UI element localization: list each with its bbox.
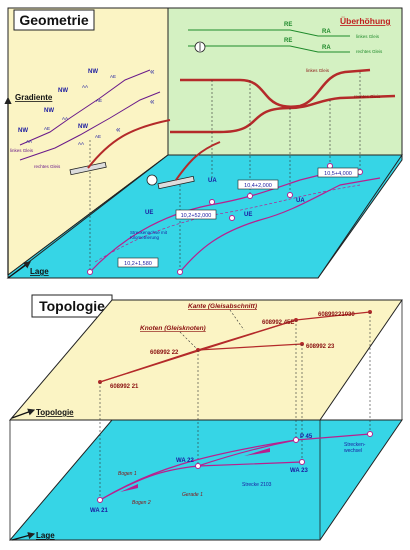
p45-node [293,437,299,443]
geometry-panel: Geometrie Überhöhung RE RA RE RA linkes … [4,7,403,279]
lage-plane [8,419,403,541]
wa23-node [299,459,305,465]
nw-label-1: NW [88,69,98,75]
superelevation-right-track: rechtes Gleis [356,49,383,54]
svg-text:10,4+2,000: 10,4+2,000 [244,183,272,189]
bogen2-label: Bogen 2 [132,500,151,506]
route-axis-label: Streckenachse mit Kilometrierung [130,230,168,240]
ra-label-top: RA [322,29,331,35]
ue-label-1: UE [145,210,153,216]
gradient-right-track: rechtes Gleis [34,164,61,169]
aa-label-4: AA [78,141,84,146]
geometry-title-box [13,9,95,31]
right-track-label: rechtes Gleis [354,94,381,99]
aa-label-1: AA [82,84,88,89]
topology-plane [8,299,403,421]
cross-section-bars [69,161,195,190]
km-box-2: 10,2+52,000 [175,209,217,220]
svg-text:«: « [150,97,155,106]
route-change-label: Strecken- wechsel [344,442,367,454]
aa-label-2: AA [62,116,68,121]
plan-label-geometry: Lage [30,267,49,276]
geometry-title: Geometrie [19,12,88,28]
ae-label-2: AE [96,98,102,103]
k5-label: 60899221030 [318,312,355,318]
k4-label: 608992 45E [262,320,294,326]
lage-plane-label: Lage [36,531,55,540]
ua-label-1: UA [208,178,217,184]
topology-projection-lines [99,312,371,500]
ra-label-bottom: RA [322,45,331,51]
nw-label-5: NW [78,124,88,130]
left-track-label: linkes Gleis [306,68,330,73]
ua-label-2: UA [296,198,305,204]
nw-label-4: NW [18,128,28,134]
node-label: Knoten (Gleisknoten) [140,325,206,332]
edge-label: Kante (Gleisabschnitt) [188,303,257,310]
aa-label-3: AA [26,139,32,144]
nw-label-3: NW [44,108,54,114]
re-label-top: RE [284,22,292,28]
ue-label-2: UE [244,212,252,218]
k1-label: 608992 21 [110,384,139,390]
k3-label: 608992 23 [306,344,335,350]
wa23-label: WA 23 [290,468,308,474]
wa21-label: WA 21 [90,508,108,514]
ae-label-1: AE [110,74,116,79]
superelevation-left-track: linkes Gleis [356,34,380,39]
right-track-perspective [175,141,221,181]
svg-text:10,2+1,580: 10,2+1,580 [124,261,152,267]
left-track-perspective [87,119,171,169]
svg-text:10,2+52,000: 10,2+52,000 [181,213,212,219]
lage-graph [97,431,373,503]
route-change-node [367,431,373,437]
bogen1-label: Bogen 1 [118,471,137,477]
topology-plane-label: Topologie [36,408,74,417]
svg-text:10,5+4,000: 10,5+4,000 [324,171,352,177]
route-label: Strecke 2103 [242,482,272,488]
gradient-label: Gradiente [15,93,53,102]
topology-title: Topologie [39,298,105,314]
gerade1-label: Gerade 1 [182,492,203,498]
wa21-node [97,497,103,503]
ae-label-3: AE [44,126,50,131]
km-box-4: 10,5+4,000 [317,167,359,178]
wa22-label: WA 22 [176,458,194,464]
superelevation-diagram: RE RA RE RA linkes Gleis rechtes Gleis [188,22,383,54]
p45-label: P 45 [300,434,313,440]
plan-alignment [87,163,381,275]
right-track-elevation [170,94,396,134]
km-box-1: 10,2+1,580 [117,257,159,268]
nw-label-2: NW [58,88,68,94]
gradient-profile: NW NW NW NW NW AE AE AE AE AA AA AA AA l… [10,67,161,169]
re-label-bottom: RE [284,38,292,44]
k2-label: 608992 22 [150,350,179,356]
svg-text:«: « [150,67,155,76]
km-box-3: 10,4+2,000 [237,179,279,190]
ae-label-4: AE [95,134,101,139]
topology-panel: Topologie Kante (Gleisabschnitt) Knoten … [8,294,403,541]
svg-text:«: « [116,125,121,134]
gradient-left-track: linkes Gleis [10,148,34,153]
superelevation-label: Überhöhung [340,16,391,26]
wa22-node [195,463,201,469]
